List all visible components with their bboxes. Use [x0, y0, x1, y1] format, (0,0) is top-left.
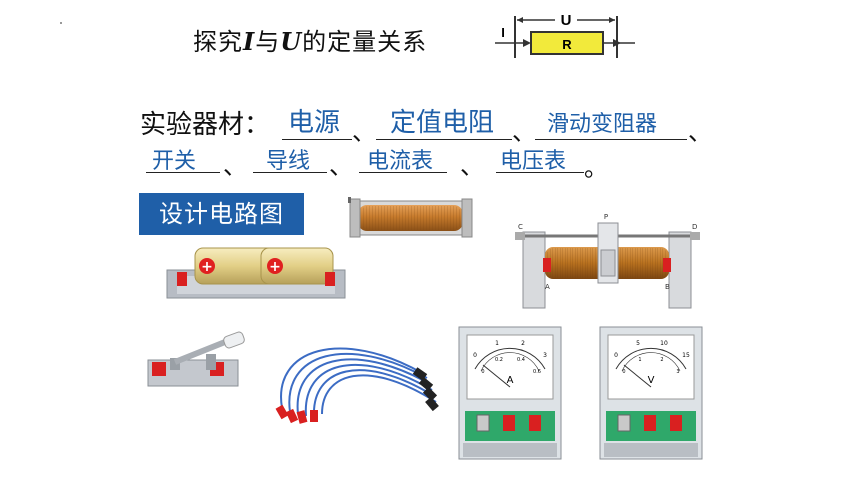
answer-wire: 导线 [266, 149, 311, 174]
answer-rheostat: 滑动变阻器 [547, 112, 658, 137]
rheostat-label-b: B [665, 283, 670, 291]
plus-icon [199, 258, 215, 274]
answer-switch: 开关 [152, 149, 197, 174]
ammeter-image: 0 1 2 3 0 0.2 0.4 0.6 A [458, 326, 562, 460]
equipment-heading: 实验器材： [140, 110, 271, 140]
rheostat-label-c: C [518, 223, 523, 231]
ammeter-scale-top-1: 1 [495, 340, 499, 347]
voltmeter-scale-top-3: 15 [682, 352, 690, 359]
separator: 、 [329, 152, 353, 180]
voltmeter-scale-top-2: 10 [660, 340, 668, 347]
label-u: U [561, 12, 572, 29]
stray-dot [60, 22, 62, 24]
ammeter-scale-top-0: 0 [473, 352, 477, 359]
label-r: R [562, 37, 572, 52]
wires-image [275, 347, 439, 424]
voltmeter-scale-bottom-3: 3 [676, 369, 679, 375]
blank-6 [359, 172, 447, 173]
plus-icon [267, 258, 283, 274]
separator: 、 [460, 152, 484, 180]
svg-text:+: + [201, 259, 213, 275]
ammeter-scale-top-2: 2 [521, 340, 525, 347]
ammeter-scale-bottom-1: 0.2 [495, 357, 503, 363]
voltmeter-scale-bottom-0: 0 [622, 369, 625, 375]
answer-voltmeter: 电压表 [500, 149, 567, 174]
ammeter-scale-bottom-0: 0 [481, 369, 484, 375]
svg-text:+: + [269, 259, 281, 275]
ammeter-scale-bottom-2: 0.4 [517, 357, 525, 363]
label-i: I [501, 25, 505, 40]
answer-power-source: 电源 [288, 108, 341, 138]
blank-3 [535, 139, 687, 140]
blank-7 [496, 172, 584, 173]
full-stop: 。 [584, 154, 608, 182]
circuit-diagram: U I R [495, 12, 635, 58]
blank-4 [146, 172, 220, 173]
voltmeter-image: 0 5 10 15 0 1 2 3 V [599, 326, 703, 460]
rheostat-label-p: P [604, 213, 608, 221]
voltmeter-symbol: V [648, 375, 655, 386]
voltmeter-scale-bottom-1: 1 [638, 357, 641, 363]
answer-ammeter: 电流表 [367, 149, 434, 174]
rheostat-label-a: A [545, 283, 550, 291]
rheostat-image: P C D A B [515, 213, 700, 309]
voltmeter-scale-bottom-2: 2 [660, 357, 663, 363]
ammeter-scale-bottom-3: 0.6 [533, 369, 541, 375]
separator: 、 [688, 118, 712, 146]
separator: 、 [352, 118, 376, 146]
ammeter-symbol: A [507, 375, 514, 386]
voltmeter-scale-top-0: 0 [614, 352, 618, 359]
battery-image: + + [166, 247, 346, 299]
blank-2 [376, 139, 512, 140]
separator: 、 [512, 118, 536, 146]
blank-5 [253, 172, 327, 173]
fixed-resistor-image [348, 197, 473, 238]
design-circuit-button[interactable]: 设计电路图 [139, 193, 304, 235]
separator: 、 [223, 152, 247, 180]
rheostat-label-d: D [692, 223, 697, 231]
answer-fixed-resistor: 定值电阻 [390, 108, 495, 138]
switch-image [147, 331, 245, 387]
ammeter-scale-top-3: 3 [543, 352, 547, 359]
blank-1 [282, 139, 352, 140]
voltmeter-scale-top-1: 5 [636, 340, 640, 347]
page-title: 探究I与U的定量关系 [193, 27, 428, 56]
